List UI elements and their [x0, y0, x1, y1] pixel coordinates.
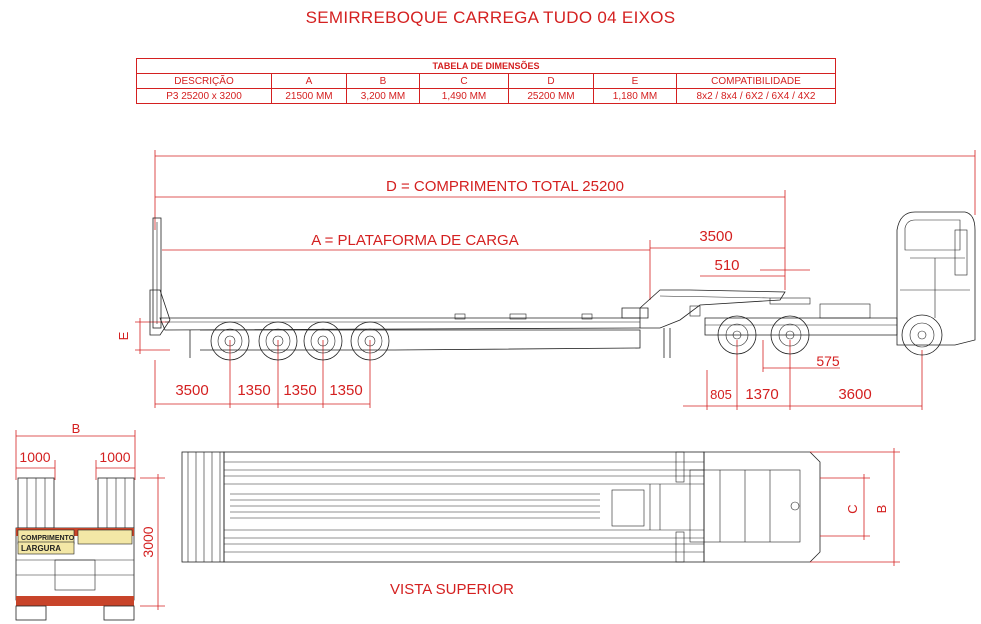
- label-top-view: VISTA SUPERIOR: [390, 581, 514, 598]
- side-dimension-lines: [135, 150, 976, 410]
- label-rear-b: B: [72, 421, 81, 436]
- label-truck-1370: 1370: [745, 386, 778, 403]
- label-height-e: E: [116, 331, 131, 340]
- label-top-b: B: [874, 505, 889, 514]
- label-platform: A = PLATAFORMA DE CARGA: [311, 232, 518, 249]
- table-row: P3 25200 x 3200 21500 MM 3,200 MM 1,490 …: [136, 88, 836, 104]
- side-dimension-labels: D = COMPRIMENTO TOTAL 25200 A = PLATAFOR…: [116, 178, 872, 403]
- label-axle-2: 1350: [283, 382, 316, 399]
- top-view: [181, 448, 900, 566]
- truck-side-view: [704, 211, 976, 356]
- label-axle-1: 1350: [237, 382, 270, 399]
- plate-comprimento: COMPRIMENTO: [21, 535, 75, 542]
- label-kingpin: 510: [714, 257, 739, 274]
- label-total-length: D = COMPRIMENTO TOTAL 25200: [386, 178, 624, 195]
- label-top-c: C: [845, 504, 860, 513]
- label-ramp-right: 1000: [99, 449, 130, 465]
- label-axle-3: 1350: [329, 382, 362, 399]
- label-axle-0: 3500: [175, 382, 208, 399]
- rear-view: [15, 430, 165, 621]
- plate-largura: LARGURA: [21, 544, 61, 553]
- drawing-title: SEMIRREBOQUE CARREGA TUDO 04 EIXOS: [305, 8, 676, 27]
- trailer-wheels: [210, 321, 390, 361]
- trailer-side-view: [149, 217, 786, 361]
- top-view-labels: VISTA SUPERIOR C B: [390, 504, 889, 598]
- label-ramp-left: 1000: [19, 449, 50, 465]
- label-rear-height: 3000: [140, 526, 156, 557]
- label-truck-3600: 3600: [838, 386, 871, 403]
- rear-view-labels: B 1000 1000 3000 COMPRIMENTO LARGURA: [19, 421, 156, 558]
- dimensions-table: TABELA DE DIMENSÕES DESCRIÇÃO A B C D E …: [136, 58, 836, 104]
- label-truck-575: 575: [816, 353, 840, 369]
- label-gooseneck: 3500: [699, 228, 732, 245]
- cell-compatibility: 8x2 / 8x4 / 6X2 / 6X4 / 4X2: [676, 88, 836, 104]
- label-truck-805: 805: [710, 387, 732, 402]
